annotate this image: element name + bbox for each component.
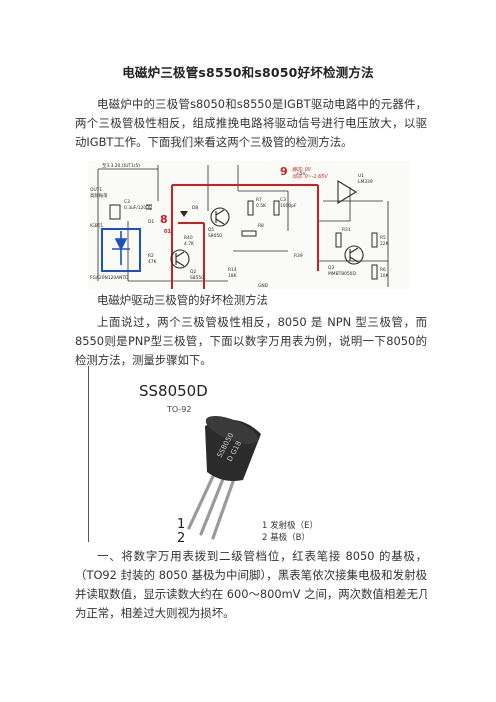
label-r8: R8 bbox=[258, 223, 264, 229]
figure-margin-rule bbox=[88, 366, 89, 542]
label-q3-part: MMBT8050D bbox=[328, 271, 356, 277]
step-1-line: （TO92 封装的 8050 基极为中间脚），黑表笔依次接集电极和发射极 bbox=[75, 568, 427, 582]
document-title: 电磁炉三极管s8550和s8050好坏检测方法 bbox=[122, 65, 374, 80]
label-r-left-val: 47K bbox=[148, 259, 157, 265]
intro-line: 电磁炉中的三极管s8050和s8550是IGBT驱动电路中的元器件， bbox=[97, 97, 427, 111]
marker-9: 9 bbox=[280, 165, 288, 178]
figure1-caption: 电磁炉驱动三极管的好坏检测方法 bbox=[97, 293, 268, 307]
label-q1: Q1 bbox=[208, 227, 214, 233]
pin-legend-2: 2 基极（B） bbox=[262, 532, 310, 542]
label-c3: C3 bbox=[280, 197, 286, 203]
label-q1-part: S8050 bbox=[208, 233, 222, 239]
label-r-left: R2 bbox=[148, 253, 154, 259]
label-out1-sub: 高频振荡 bbox=[90, 192, 108, 199]
intro-paragraph: 电磁炉中的三极管s8050和s8550是IGBT驱动电路中的元器件， 两个三极管… bbox=[75, 95, 427, 152]
intro-line: 两个三极管极性相反，组成推挽电路将驱动信号进行电压放大，以驱 bbox=[75, 116, 427, 130]
label-r40: R40 bbox=[184, 235, 193, 241]
intro-line: 动IGBT工作。下面我们来看这两个三极管的检测方法。 bbox=[75, 135, 353, 149]
note-9-line2: 动态: 0~-1.65V bbox=[292, 173, 328, 180]
paragraph-2-line: 检测方法，测量步骤如下。 bbox=[75, 353, 212, 367]
step-1-paragraph: 一、将数字万用表拨到二级管档位，红表笔接 8050 的基极， （TO92 封装的… bbox=[75, 547, 427, 623]
part-number-text: SS8050D bbox=[139, 382, 208, 400]
label-r6: R6 bbox=[380, 267, 386, 273]
pin-legend-1: 1 发射极（E） bbox=[262, 520, 318, 531]
paragraph-2: 上面说过，两个三极管极性相反，8050 是 NPN 型三极管，而 8550则是P… bbox=[75, 313, 427, 370]
label-q3: Q3 bbox=[328, 265, 334, 271]
paragraph-2-line: 上面说过，两个三极管极性相反，8050 是 NPN 型三极管，而 bbox=[97, 315, 427, 329]
step-1-line: 一、将数字万用表拨到二级管档位，红表笔接 8050 的基极， bbox=[97, 549, 427, 563]
marker-8-deg: 01° bbox=[164, 229, 174, 235]
label-out1: OUT1 bbox=[90, 187, 102, 193]
circuit-diagram-image: 至3.3.20.OUT1(5) OUT1 高频振荡 IGBT1 FGA20N12… bbox=[88, 161, 410, 289]
label-r14: R14 bbox=[228, 267, 237, 273]
transistor-image: SS8050D TO-92 SS8050 D G18 1 2 1 发射极（E） … bbox=[97, 368, 367, 542]
label-r5-val: 22K bbox=[380, 241, 389, 247]
label-vcc: +5V bbox=[296, 171, 305, 177]
step-1-line: 为正常，相差过大则视为损坏。 bbox=[75, 606, 235, 620]
label-r40-val: 4.7K bbox=[184, 241, 194, 247]
label-gnd: GND bbox=[258, 283, 269, 289]
label-r14-val: 18K bbox=[228, 273, 237, 279]
label-c-left-val: 0.3uF/1200V bbox=[124, 205, 152, 211]
pin-number-1: 1 bbox=[177, 517, 185, 532]
label-r5: R5 bbox=[380, 235, 386, 241]
label-top-left: 至3.3.20.OUT1(5) bbox=[102, 163, 140, 169]
marker-8: 8 bbox=[160, 213, 168, 226]
label-ic-part: LM339 bbox=[358, 179, 373, 185]
label-ic: U1 bbox=[358, 173, 364, 179]
label-r31: R31 bbox=[342, 227, 351, 233]
label-r7: R7 bbox=[256, 197, 262, 203]
label-r6-val: 10K bbox=[380, 273, 389, 279]
pin-number-2: 2 bbox=[177, 531, 185, 542]
label-igbt: IGBT1 bbox=[90, 223, 103, 229]
label-c3-val: 1000pF bbox=[280, 203, 297, 209]
package-text: TO-92 bbox=[166, 405, 191, 414]
label-c-left: C3 bbox=[124, 199, 130, 205]
label-d8: D8 bbox=[192, 205, 198, 211]
step-1-line: 并读取数值，显示读数大约在 600～800mV 之间，两次数值相差无几 bbox=[75, 587, 427, 601]
label-r39: R39 bbox=[294, 253, 303, 259]
note-9-line1: 静态: 0V bbox=[292, 166, 312, 173]
paragraph-2-line: 8550则是PNP型三极管，下面以数字万用表为例，说明一下8050的 bbox=[75, 334, 427, 348]
label-igbt-part: FGA20N120ANTD bbox=[90, 275, 129, 281]
label-d-left: D1 bbox=[148, 219, 154, 225]
label-q2: Q2 bbox=[190, 269, 196, 275]
label-r7-val: 0.5K bbox=[256, 203, 266, 209]
label-q2-part: S8550 bbox=[190, 275, 204, 281]
